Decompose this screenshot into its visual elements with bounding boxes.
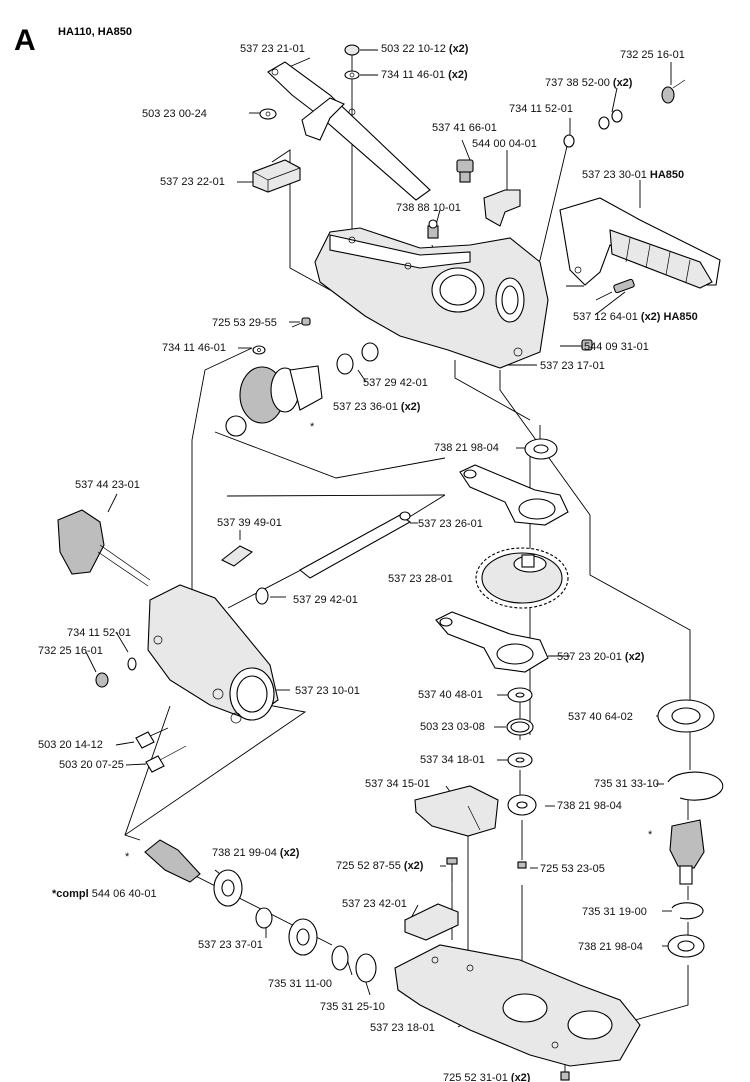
- part-label: 734 11 52-01: [509, 103, 573, 115]
- part-label: 738 88 10-01: [396, 202, 461, 214]
- right-bearing-group: [657, 699, 724, 958]
- plug-and-clip: [456, 159, 521, 227]
- model-list: HA110, HA850: [58, 26, 132, 38]
- main-housing: [314, 227, 549, 369]
- part-label: 537 23 17-01: [540, 360, 605, 372]
- part-label: 734 11 52-01: [67, 627, 131, 639]
- part-label: 537 23 20-01 (x2): [557, 651, 645, 663]
- right-top-fasteners: [563, 79, 686, 148]
- link-plate-lower: [435, 611, 549, 673]
- bottom-cover: [394, 944, 641, 1067]
- center-washers: [506, 687, 537, 816]
- small-screw-left: [252, 317, 311, 355]
- part-label: 732 25 16-01: [38, 645, 103, 657]
- part-label: 734 11 46-01: [162, 342, 226, 354]
- pinion-gear-group: [144, 839, 377, 983]
- part-label: 537 34 15-01: [365, 778, 430, 790]
- part-label: 503 20 07-25: [59, 759, 124, 771]
- asterisk-marker: *: [310, 421, 315, 433]
- drive-shaft: [299, 511, 412, 579]
- part-label: 735 31 33-10: [594, 778, 659, 790]
- bracket-part: [267, 61, 431, 201]
- bottom-screw: [560, 1071, 570, 1081]
- part-label: 537 12 64-01 (x2) HA850: [573, 311, 698, 323]
- part-label: 537 44 23-01: [75, 479, 140, 491]
- part-label: 725 53 23-05: [540, 863, 605, 875]
- asterisk-marker: *: [125, 851, 130, 863]
- left-nut-washer: [95, 657, 137, 688]
- part-label: 537 23 36-01 (x2): [333, 401, 421, 413]
- part-label: 738 21 98-04: [557, 800, 622, 812]
- part-label: 537 34 18-01: [420, 754, 485, 766]
- part-label: 503 23 00-24: [142, 108, 207, 120]
- side-handle: [559, 197, 721, 289]
- part-label: 725 52 31-01 (x2): [443, 1072, 531, 1082]
- part-label: 537 29 42-01: [293, 594, 358, 606]
- page-letter: A: [14, 24, 36, 57]
- part-label: 732 25 16-01: [620, 49, 685, 61]
- part-label: 537 23 21-01: [240, 43, 305, 55]
- part-label: 503 22 10-12 (x2): [381, 43, 469, 55]
- guard-screw: [446, 857, 458, 882]
- part-label: 735 31 25-10: [320, 1001, 385, 1013]
- rubber-block: [404, 903, 459, 941]
- part-label: 537 41 66-01: [432, 122, 497, 134]
- part-label: 537 23 10-01: [295, 685, 360, 697]
- part-label: 544 00 04-01: [472, 138, 537, 150]
- shaft-washer: [255, 587, 269, 605]
- cap-plug: [581, 339, 593, 351]
- part-label: 537 23 42-01: [342, 898, 407, 910]
- part-label: 738 21 98-04: [578, 941, 643, 953]
- bearing-top: [524, 438, 558, 460]
- part-label: 735 31 19-00: [582, 906, 647, 918]
- part-label: 537 40 64-02: [568, 711, 633, 723]
- part-label: 537 23 18-01: [370, 1022, 435, 1034]
- part-label: 537 23 22-01: [160, 176, 225, 188]
- spur-gear: [475, 547, 569, 609]
- asterisk-marker: *: [648, 829, 653, 841]
- part-label: 503 20 14-12: [38, 739, 103, 751]
- part-label: 725 52 87-55 (x2): [336, 860, 424, 872]
- gearbox-housing: [147, 584, 279, 724]
- grease-nipple: [427, 219, 439, 239]
- shaft-key: [220, 545, 254, 567]
- part-labels: 537 23 21-01 503 22 10-12 (x2) 734 11 46…: [38, 43, 698, 1082]
- part-label: 737 38 52-00 (x2): [545, 77, 633, 89]
- part-label: 537 23 37-01: [198, 939, 263, 951]
- center-screw: [517, 861, 527, 869]
- knob-screw: [57, 509, 151, 587]
- part-label: 537 40 48-01: [418, 689, 483, 701]
- part-label: 735 31 11-00: [268, 978, 332, 990]
- part-label: 537 23 26-01: [418, 518, 483, 530]
- part-label: 537 29 42-01: [363, 377, 428, 389]
- top-screw: [259, 44, 360, 120]
- part-label: 537 23 28-01: [388, 573, 453, 585]
- rubber-pad: [252, 159, 301, 193]
- part-label: 734 11 46-01 (x2): [381, 69, 468, 81]
- part-label: 503 23 03-08: [420, 721, 485, 733]
- bevel-gear: [225, 342, 379, 437]
- housing-screws: [135, 727, 187, 773]
- part-label: 544 09 31-01: [584, 341, 649, 353]
- link-plate-upper: [459, 464, 569, 526]
- guard-plate: [414, 785, 499, 837]
- part-label: 738 21 99-04 (x2): [212, 847, 300, 859]
- part-label: 738 21 98-04: [434, 442, 499, 454]
- part-label: 725 53 29-55: [212, 317, 277, 329]
- handle-screw: [595, 278, 635, 301]
- part-label: *compl 544 06 40-01: [52, 888, 157, 900]
- part-label: 537 39 49-01: [217, 517, 282, 529]
- part-label: 537 23 30-01 HA850: [582, 169, 684, 181]
